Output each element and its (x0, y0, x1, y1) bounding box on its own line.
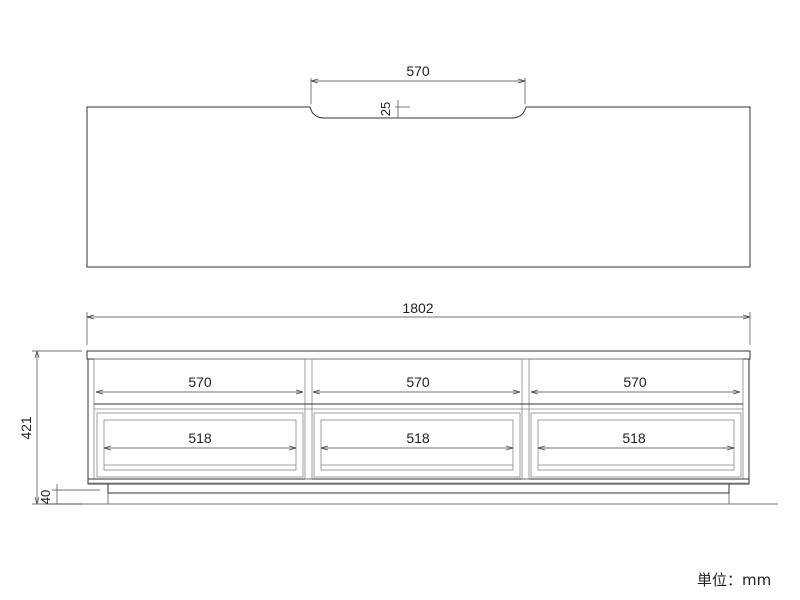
unit-label: 単位：mm (697, 571, 772, 589)
top-view: 570 25 (86, 63, 751, 268)
door-1 (96, 412, 304, 478)
top-notch-width-label: 570 (406, 63, 430, 79)
door-3 (530, 412, 742, 478)
upper-opening-dimension-1: 570 (95, 374, 304, 395)
lower-opening-label-3: 518 (622, 430, 646, 446)
top-notch-depth-label: 25 (378, 102, 393, 116)
upper-opening-dimension-3: 570 (530, 374, 741, 395)
upper-opening-label-2: 570 (406, 374, 430, 390)
base-height-dimension: 40 (38, 484, 100, 504)
base-height-label: 40 (38, 490, 53, 504)
overall-width-dimension: 1802 (86, 300, 751, 345)
front-view: 1802 (18, 300, 778, 505)
plinth (107, 483, 730, 494)
overall-height-label: 421 (18, 416, 34, 440)
overall-width-label: 1802 (402, 300, 433, 316)
door-2 (313, 412, 521, 478)
partition-left (304, 358, 313, 480)
lower-opening-label-2: 518 (406, 430, 430, 446)
lower-opening-dimension-3: 518 (537, 430, 735, 451)
lower-opening-label-1: 518 (188, 430, 212, 446)
top-notch-depth-dimension: 25 (378, 100, 410, 119)
upper-opening-label-1: 570 (188, 374, 212, 390)
upper-opening-dimension-2: 570 (312, 374, 521, 395)
top-board (86, 350, 751, 360)
lower-opening-dimension-2: 518 (320, 430, 514, 451)
lower-opening-dimension-1: 518 (103, 430, 297, 451)
partition-right (521, 358, 530, 480)
upper-opening-label-3: 570 (623, 374, 647, 390)
top-view-outline (86, 106, 751, 268)
overall-height-dimension: 421 (18, 350, 82, 505)
top-notch-width-dimension: 570 (310, 63, 526, 104)
